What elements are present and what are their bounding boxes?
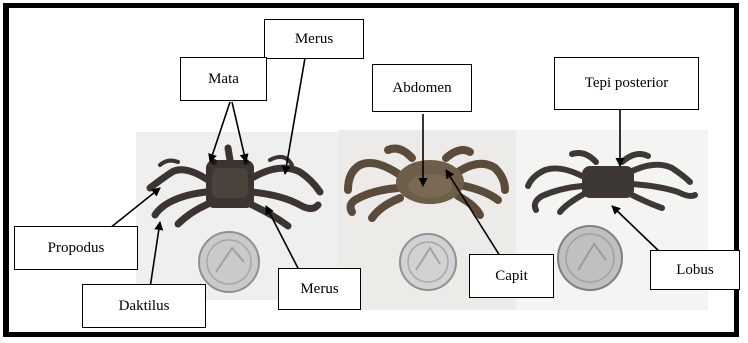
label-merus-top: Merus (264, 19, 364, 59)
arrow-mata-right (232, 102, 246, 162)
coin-right-image (558, 226, 622, 290)
label-propodus: Propodus (14, 226, 138, 270)
crab-middle-image (348, 149, 505, 218)
arrow-capit (446, 170, 500, 256)
arrow-propodus (110, 188, 160, 228)
coin-left-image (199, 232, 259, 292)
arrow-daktilus (150, 222, 160, 288)
label-abdomen: Abdomen (372, 64, 472, 112)
label-daktilus: Daktilus (82, 284, 206, 328)
label-lobus: Lobus (650, 250, 740, 290)
label-mata: Mata (180, 57, 267, 101)
label-capit: Capit (469, 254, 554, 298)
arrow-merus-top (285, 58, 305, 174)
coin-middle-image (400, 234, 456, 290)
label-tepi-posterior: Tepi posterior (554, 57, 699, 110)
crab-left-image (150, 148, 320, 226)
label-merus-bottom: Merus (278, 268, 361, 310)
arrow-merus-bottom (266, 206, 300, 272)
crab-right-image (528, 153, 695, 212)
